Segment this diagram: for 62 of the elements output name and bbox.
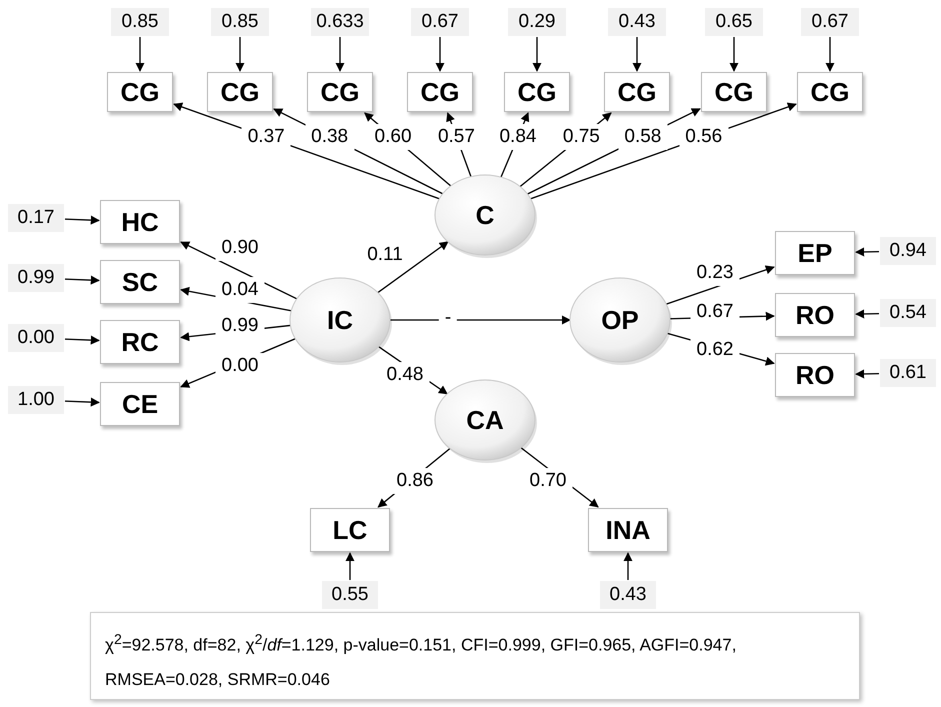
error-term-label: 0.85: [211, 8, 269, 36]
indicator-box: CG: [797, 72, 863, 112]
indicator-box: LC: [310, 508, 390, 552]
latent-variable-ellipse: OP: [570, 278, 670, 362]
error-term-label: 0.633: [311, 8, 369, 36]
latent-variable-ellipse: CA: [435, 380, 535, 460]
indicator-box: CE: [100, 382, 180, 426]
indicator-box: SC: [100, 260, 180, 304]
edge-label: 0.04: [216, 277, 264, 303]
indicator-box: RO: [775, 293, 855, 337]
arrow: [377, 241, 449, 294]
indicator-box: CG: [504, 72, 570, 112]
edge-label: 0.58: [618, 124, 668, 150]
arrow: [345, 552, 355, 580]
error-term-label: 0.29: [508, 8, 566, 36]
arrow: [825, 37, 835, 72]
indicator-box: CG: [107, 72, 173, 112]
error-term-label: 0.43: [600, 581, 656, 609]
arrow: [64, 336, 100, 345]
arrow: [235, 37, 245, 72]
arrow: [180, 242, 298, 300]
indicator-box: EP: [775, 231, 855, 275]
arrow: [532, 37, 542, 72]
error-term-label: 0.55: [322, 581, 378, 609]
indicator-box: INA: [588, 508, 668, 552]
error-term-label: 0.85: [111, 8, 169, 36]
indicator-box: CG: [604, 72, 670, 112]
indicator-box: RC: [100, 320, 180, 364]
caption-box: χ$^{2}$=92.578, df=82, χ$^{2}$/df=1.129, p-value=0.151, CFI=0.999, GFI=0.965, AGFI=0.947, RMSEA=0.028, SRMR=0.046: [90, 612, 860, 700]
arrow: [855, 369, 880, 378]
indicator-box: CG: [307, 72, 373, 112]
error-term-label: 0.67: [801, 8, 859, 36]
error-term-label: 0.43: [608, 8, 666, 36]
indicator-box: RO: [775, 353, 855, 397]
arrow: [729, 37, 739, 72]
edge-label: 0.38: [305, 124, 354, 150]
arrow: [390, 315, 571, 325]
arrow: [855, 309, 880, 318]
indicator-box: CG: [407, 72, 473, 112]
error-term-label: 0.17: [8, 204, 64, 232]
error-term-label: 0.00: [8, 324, 64, 352]
arrow: [64, 276, 100, 285]
arrow: [435, 37, 445, 72]
arrow: [632, 37, 642, 72]
error-term-label: 0.65: [705, 8, 763, 36]
error-term-label: 0.54: [880, 299, 936, 327]
arrow: [855, 247, 880, 256]
error-term-label: 1.00: [8, 386, 64, 414]
indicator-box: HC: [100, 200, 180, 244]
latent-variable-ellipse: C: [435, 175, 535, 255]
latent-variable-ellipse: IC: [290, 278, 390, 362]
error-term-label: 0.94: [880, 237, 936, 265]
arrow: [135, 37, 145, 72]
error-term-label: 0.99: [8, 264, 64, 292]
arrow: [64, 398, 100, 407]
arrow: [623, 552, 633, 580]
arrow: [335, 37, 345, 72]
error-term-label: 0.67: [411, 8, 469, 36]
indicator-box: CG: [207, 72, 273, 112]
error-term-label: 0.61: [880, 359, 936, 387]
indicator-box: CG: [701, 72, 767, 112]
arrow: [64, 216, 100, 225]
